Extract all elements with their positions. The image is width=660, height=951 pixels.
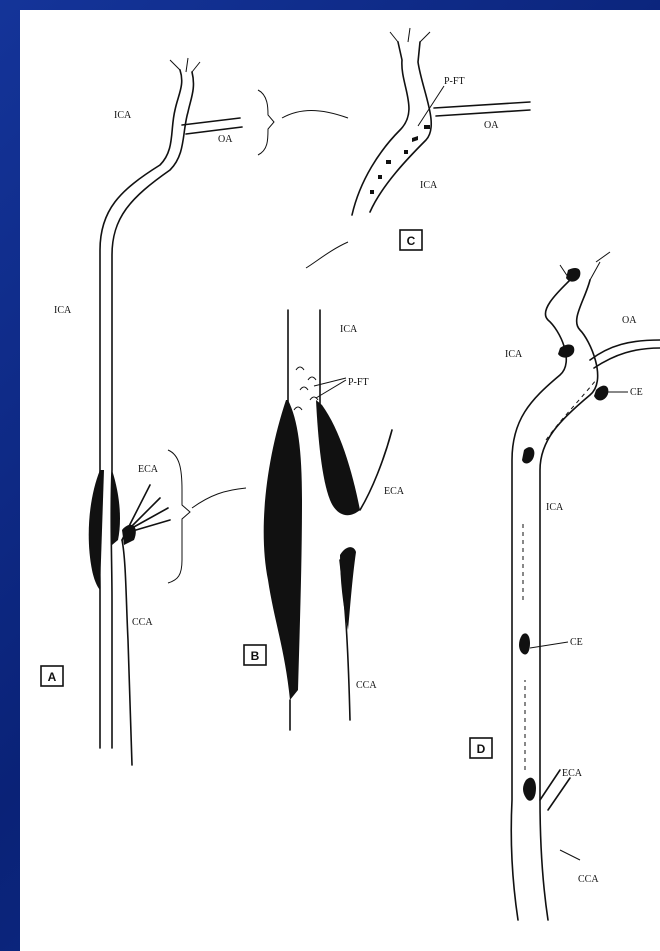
panel-b-label-pft: P-FT <box>348 377 369 388</box>
panel-d-label-cca: CCA <box>578 874 599 885</box>
panel-a-label-eca: ECA <box>138 464 159 475</box>
panel-b-label-cca: CCA <box>356 680 377 691</box>
panel-a-plaque-left <box>89 470 104 590</box>
panel-b-pft-particles <box>294 367 318 410</box>
panel-a-arrow-to-b <box>192 488 246 508</box>
panel-a-oa-branch <box>182 118 242 134</box>
panel-a-letter: A <box>48 670 57 684</box>
panel-a-ica-right-wall <box>111 72 193 748</box>
panel-b-label-ica: ICA <box>340 324 358 335</box>
panel-d-label-ica-top: ICA <box>505 349 523 360</box>
panel-d-letter: D <box>477 742 486 756</box>
panel-d-ce-pointer-mid <box>530 642 568 648</box>
panel-a-label-ica-mid: ICA <box>54 305 72 316</box>
panel-c-oa-branch <box>434 102 530 116</box>
panel-d-emboli <box>519 268 608 801</box>
panel-a-cca-wall <box>122 540 132 765</box>
panel-b-pft-pointer <box>314 378 346 398</box>
panel-d-label-eca: ECA <box>562 768 583 779</box>
panel-b-letter: B <box>251 649 260 663</box>
panel-a-plaque-eca <box>122 525 136 545</box>
panel-b-plaque-left <box>264 400 302 700</box>
panel-a-plaque-right <box>112 470 120 545</box>
panel-d-label-oa: OA <box>622 315 637 326</box>
panel-a-arrow-to-c <box>282 111 348 119</box>
panel-c-letter: C <box>407 234 416 248</box>
panel-c: P-FT OA ICA C <box>352 28 530 250</box>
panel-a-brace-upper <box>258 90 274 155</box>
panel-b-eca-wall <box>360 430 392 510</box>
panel-c-ica-left-wall <box>352 42 409 215</box>
panel-a-label-ica-top: ICA <box>114 110 132 121</box>
panel-d-oa-branch <box>590 340 660 368</box>
panel-d-label-ce-top: CE <box>630 387 643 398</box>
panel-d-label-ce-mid: CE <box>570 637 583 648</box>
panel-b-plaque-cca <box>340 547 356 630</box>
panel-d-cca-line <box>560 850 580 860</box>
panel-c-label-oa: OA <box>484 120 499 131</box>
panel-b-arrow-to-c <box>306 242 348 268</box>
panel-d-label-ica-mid: ICA <box>546 502 564 513</box>
panel-a-label-oa: OA <box>218 134 233 145</box>
panel-a: ICA OA ICA ECA CCA A <box>41 58 348 765</box>
panel-a-label-cca: CCA <box>132 617 153 628</box>
panel-d: OA ICA CE ICA CE ECA CCA D <box>470 252 660 920</box>
panel-a-top-branch <box>170 58 200 72</box>
panel-d-ica-right-wall <box>540 280 598 920</box>
panel-b: ICA P-FT ECA CCA B <box>244 242 405 730</box>
panel-a-brace-lower <box>168 450 190 583</box>
panel-b-plaque-right <box>316 400 360 515</box>
panel-c-label-ica: ICA <box>420 180 438 191</box>
panel-c-label-pft: P-FT <box>444 76 465 87</box>
panel-c-top-branch <box>390 28 430 42</box>
panel-b-label-eca: ECA <box>384 486 405 497</box>
